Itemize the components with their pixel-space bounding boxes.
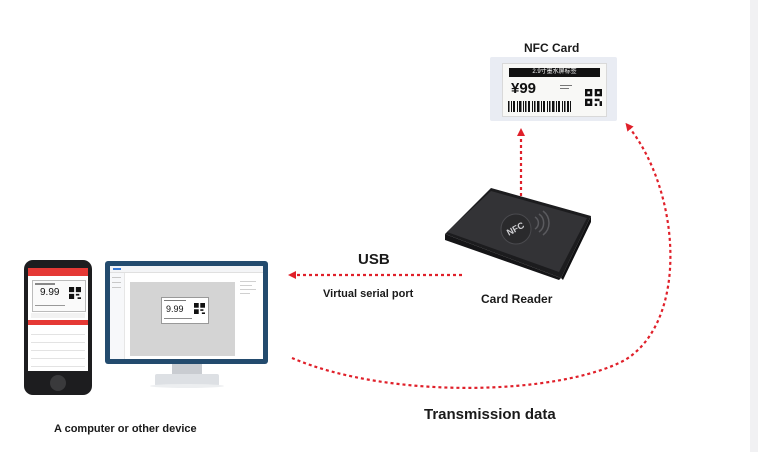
transmission-data-label: Transmission data (424, 406, 556, 423)
monitor-properties-panel (240, 278, 260, 338)
monitor-screen: 9.99 (110, 266, 263, 359)
phone-app-header (28, 268, 88, 276)
phone-screen: 9.99 (28, 268, 88, 371)
device-label: A computer or other device (54, 423, 197, 435)
usb-label: USB (358, 251, 390, 268)
phone-image: 9.99 (24, 260, 92, 395)
monitor-image: 9.99 (105, 261, 268, 364)
monitor-shadow (150, 384, 224, 388)
nfc-card-note (560, 85, 572, 89)
barcode-icon (508, 101, 571, 112)
virtual-serial-port-label: Virtual serial port (323, 288, 414, 300)
monitor-editor-canvas: 9.99 (130, 282, 235, 356)
list-item (31, 344, 85, 351)
list-item (31, 328, 85, 335)
right-edge-strip (750, 0, 758, 452)
monitor-app-header (110, 266, 263, 273)
list-item (31, 360, 85, 367)
monitor-stand-neck (172, 364, 202, 374)
list-item (31, 336, 85, 343)
phone-action-bar (28, 320, 88, 325)
qr-code-icon (585, 89, 602, 106)
card-reader-image: NFC (445, 188, 591, 280)
nfc-card-display: 2.9寸墨水屏标签 ¥99 (502, 63, 607, 117)
list-item (31, 352, 85, 359)
monitor-stand-base (155, 374, 219, 386)
monitor-tag-price: 9.99 (166, 304, 184, 314)
qr-code-icon (194, 303, 205, 314)
nfc-card-header: 2.9寸墨水屏标签 (509, 68, 600, 77)
phone-tag-price: 9.99 (40, 287, 60, 298)
qr-code-icon (69, 287, 81, 299)
nfc-card-price: ¥99 (511, 80, 537, 97)
monitor-sidebar (110, 273, 125, 359)
card-reader-label: Card Reader (481, 292, 553, 306)
transmission-arrow (291, 122, 672, 389)
nfc-card-image: 2.9寸墨水屏标签 ¥99 (490, 57, 617, 121)
phone-tag-preview: 9.99 (32, 280, 86, 312)
monitor-tag-preview: 9.99 (161, 297, 209, 324)
nfc-card-label: NFC Card (524, 41, 580, 55)
phone-home-button (50, 375, 66, 391)
